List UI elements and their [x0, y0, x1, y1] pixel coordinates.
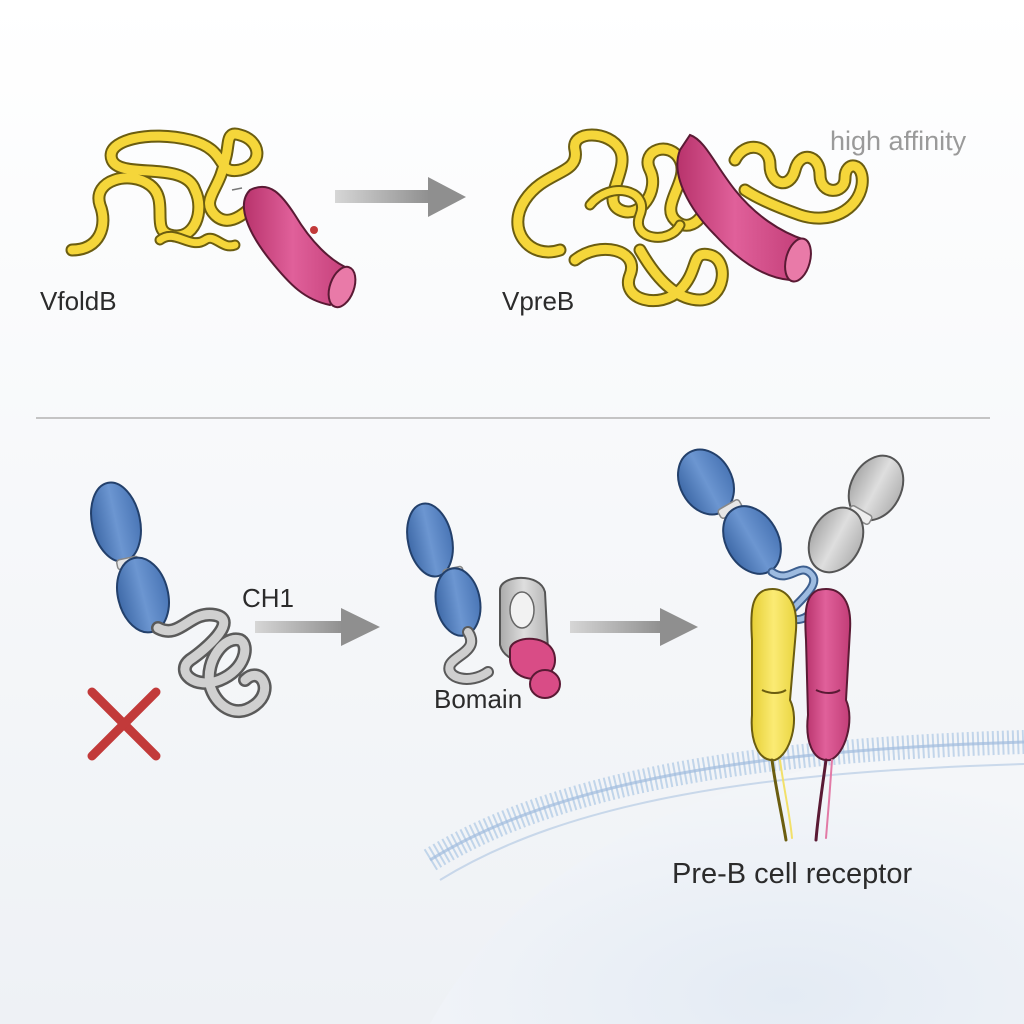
label-high-affinity: high affinity — [830, 126, 967, 156]
arrow-bottom-left — [255, 608, 380, 646]
alpha-helix-bound — [676, 133, 812, 283]
cell-membrane — [423, 730, 1024, 1024]
arrow-bottom-right — [570, 608, 698, 646]
heavy-chain-with-surrogate — [406, 502, 561, 699]
label-pre-b-cell-receptor: Pre-B cell receptor — [672, 858, 913, 890]
small-red-dot — [310, 226, 318, 234]
pre-b-cell-receptor — [677, 448, 905, 842]
unfolded-chain — [65, 127, 269, 257]
heavy-chain-unpaired — [90, 481, 272, 718]
arrow-top — [335, 177, 466, 217]
label-domain: Bomain — [434, 684, 523, 714]
folded-chain — [511, 128, 729, 308]
label-vfoldb: VfoldB — [40, 286, 117, 316]
label-vpreb: VpreB — [502, 286, 575, 316]
wrapping-coils — [728, 140, 869, 225]
no-pairing-x-icon — [87, 687, 161, 761]
label-ch1: CH1 — [242, 583, 295, 613]
alpha-helix-unbound — [231, 185, 357, 309]
